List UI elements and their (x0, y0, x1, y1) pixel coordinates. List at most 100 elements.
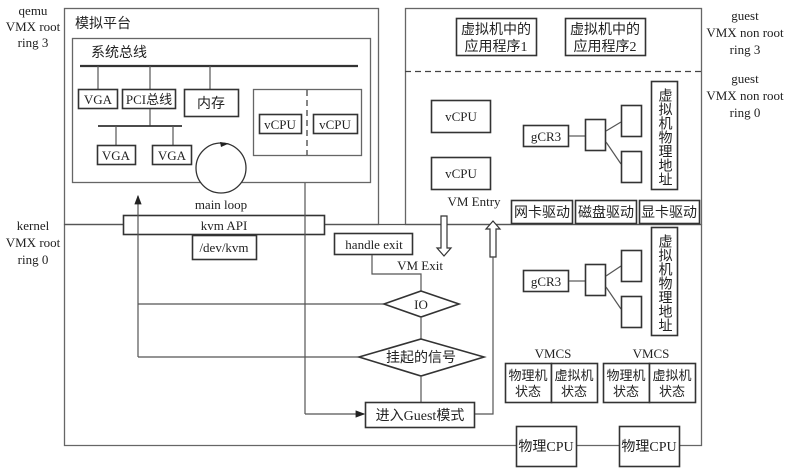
vmcs2-guest-state (648, 362, 697, 404)
ring-label-kernel: kernel VMX root ring 0 (6, 218, 61, 267)
handle-exit-box (333, 232, 414, 256)
ring-label-guest-ring0: guest VMX non root ring 0 (706, 71, 784, 120)
platform-title: 模拟平台 (75, 16, 131, 32)
system-bus-label: 系统总线 (91, 45, 147, 61)
ring-label-line: ring 0 (730, 105, 761, 120)
gcr3-label: gCR3 (531, 274, 561, 289)
vga-label: VGA (158, 148, 187, 163)
kernel-frame-left (63, 224, 517, 447)
vga-device-2 (96, 144, 137, 166)
pt-link (605, 121, 622, 132)
kvm-api-box (122, 214, 326, 236)
physical-cpu-1 (515, 425, 578, 468)
ring-label-line: guest (731, 8, 759, 23)
ring-label-line: guest (731, 71, 759, 86)
main-loop-arrow-icon (220, 142, 229, 147)
pt-link (605, 286, 622, 310)
enter-guest-box (364, 401, 476, 429)
vcpu-label: vCPU (445, 109, 477, 124)
dev-kvm-box (191, 234, 258, 261)
flow-exit-to-io (371, 255, 422, 291)
vm-exit-label: VM Exit (397, 258, 443, 273)
vmcs1-host-state (504, 362, 553, 404)
guest-app-label: 应用程序2 (574, 38, 637, 55)
vmcs1-guest-state (550, 362, 599, 404)
disk-driver-box (574, 199, 638, 225)
ring-label-qemu: qemu VMX root ring 3 (6, 3, 61, 50)
ring-label-line: VMX root (6, 19, 61, 34)
kernel-frame-right (679, 224, 703, 447)
guest-app-1 (455, 17, 538, 57)
ring-label-line: VMX root (6, 235, 61, 250)
vmcs2-guest-label: 虚拟机状态 (652, 368, 691, 399)
gpa-label: 虚拟机物理地址 (657, 88, 673, 186)
guest-gcr3-box (522, 124, 570, 148)
guest-app-2 (564, 17, 647, 57)
vga-label: VGA (102, 148, 131, 163)
physical-cpu-label: 物理CPU (518, 439, 573, 455)
ring-label-line: VMX non root (706, 25, 784, 40)
pci-bus-label: PCI总线 (126, 92, 172, 107)
ring-label-line: VMX non root (706, 88, 784, 103)
physical-cpu-2 (618, 425, 681, 468)
vcpu-label: vCPU (445, 166, 477, 181)
nic-driver-box (510, 199, 574, 225)
ring-label-line: ring 3 (18, 35, 49, 50)
vmcs-title: VMCS (535, 346, 572, 361)
qemu-vcpu-2 (312, 113, 359, 135)
io-label: IO (414, 297, 428, 312)
gpu-driver-box (638, 199, 701, 225)
pt-link (605, 141, 622, 165)
main-loop-label: main loop (195, 197, 247, 212)
vmcs1-host-label: 物理机状态 (508, 368, 547, 399)
memory-label: 内存 (197, 96, 225, 112)
kvm-api-label: kvm API (201, 218, 248, 233)
gpa-label: 虚拟机物理地址 (657, 234, 673, 332)
vga-label: VGA (84, 92, 113, 107)
vga-device-1 (77, 88, 119, 110)
kernel-gcr3-box (522, 269, 570, 293)
vmcs1-guest-label: 虚拟机状态 (554, 368, 593, 399)
page-table-l2 (620, 150, 643, 184)
disk-driver-label: 磁盘驱动 (578, 204, 634, 221)
page-table-l2 (620, 249, 643, 283)
main-loop-circle (195, 142, 247, 194)
guest-app-label: 应用程序1 (465, 38, 528, 55)
vm-entry-label: VM Entry (447, 194, 501, 209)
ring-label-line: ring 0 (18, 252, 49, 267)
ring-label-line: ring 3 (730, 42, 761, 57)
vmcs2-host-state (602, 362, 651, 404)
ring-label-guest-ring3: guest VMX non root ring 3 (706, 8, 784, 57)
ring-label-line: qemu (19, 3, 48, 18)
gpu-driver-label: 显卡驱动 (641, 205, 697, 221)
pending-signal-label: 挂起的信号 (386, 350, 456, 366)
vcpu-label: vCPU (319, 117, 351, 132)
page-table-l1 (584, 263, 607, 297)
vcpu-label: vCPU (264, 117, 296, 132)
page-table-l1 (584, 118, 607, 152)
guest-vcpu-1 (430, 99, 492, 134)
gcr3-label: gCR3 (531, 129, 561, 144)
page-table-l2 (620, 295, 643, 329)
vga-device-3 (151, 144, 193, 166)
enter-guest-label: 进入Guest模式 (376, 408, 465, 424)
vmcs2-host-label: 物理机状态 (606, 368, 645, 399)
pci-bus-box (121, 88, 177, 110)
vm-exit-arrow-icon (435, 215, 453, 257)
kernel-gpa-box (650, 226, 679, 337)
page-table-l2 (620, 104, 643, 138)
nic-driver-label: 网卡驱动 (514, 205, 570, 221)
vcpu-container (252, 88, 363, 157)
guest-gpa-box (650, 80, 679, 191)
vm-entry-arrow-icon (484, 220, 502, 258)
ring-label-line: kernel (17, 218, 50, 233)
guest-app-label: 虚拟机中的 (570, 22, 640, 38)
memory-box (183, 88, 240, 118)
physical-cpu-label: 物理CPU (621, 439, 676, 455)
qemu-vcpu-1 (258, 113, 303, 135)
pt-link (605, 265, 622, 277)
flow-enter-to-entry (475, 257, 494, 415)
vmcs-title: VMCS (633, 346, 670, 361)
guest-vcpu-2 (430, 156, 492, 191)
